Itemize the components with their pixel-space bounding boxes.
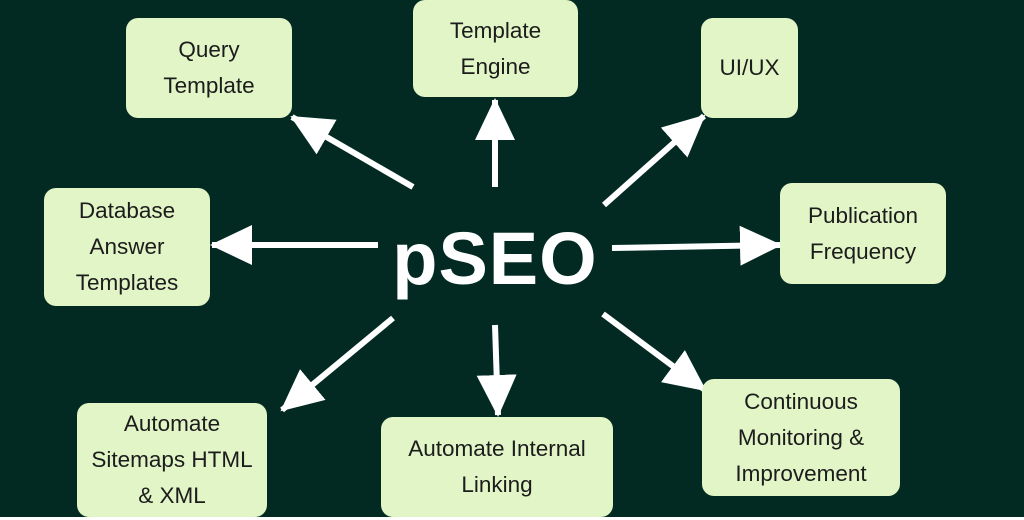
arrow-to-continuous-monitoring	[601, 311, 707, 393]
node-query-template: Query Template	[126, 18, 292, 118]
arrow-to-automate-internal-linking	[476, 324, 517, 417]
node-database-answer-templates: Database Answer Templates	[44, 188, 210, 306]
node-continuous-monitoring: Continuous Monitoring & Improvement	[702, 379, 900, 496]
arrow-to-automate-sitemaps	[280, 315, 395, 413]
node-publication-frequency: Publication Frequency	[780, 183, 946, 284]
arrow-to-query-template	[290, 114, 415, 190]
arrow-to-ui-ux	[602, 113, 706, 208]
node-automate-internal-linking: Automate Internal Linking	[381, 417, 613, 517]
arrow-to-publication-frequency	[611, 225, 782, 266]
center-label-pseo: pSEO	[392, 216, 598, 300]
node-template-engine: Template Engine	[413, 0, 578, 97]
node-ui-ux: UI/UX	[701, 18, 798, 118]
node-automate-sitemaps: Automate Sitemaps HTML & XML	[77, 403, 267, 517]
